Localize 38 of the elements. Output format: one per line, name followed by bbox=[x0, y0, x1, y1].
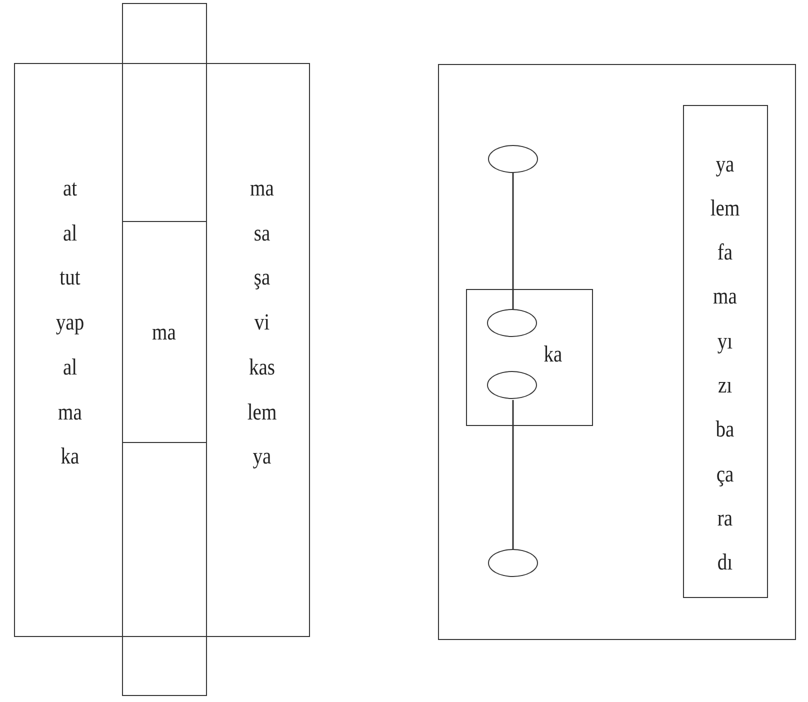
syllable-text: al bbox=[62, 355, 78, 378]
card-frame bbox=[438, 64, 796, 640]
oval-shape bbox=[487, 371, 537, 399]
syllable-column-box bbox=[682, 104, 768, 598]
oval-shape bbox=[488, 144, 538, 172]
syllable-text: lem bbox=[710, 196, 740, 220]
connector-line bbox=[512, 400, 514, 549]
syllable-text: fa bbox=[717, 240, 733, 264]
square-box bbox=[466, 288, 592, 426]
oval-shape bbox=[488, 548, 538, 576]
syllable-text: tut bbox=[60, 266, 80, 289]
syllable-text: ka bbox=[543, 342, 562, 365]
syllable-text: ka bbox=[60, 444, 80, 468]
syllable-text: ma bbox=[152, 320, 176, 343]
syllable-text: şa bbox=[254, 266, 270, 289]
syllable-text: ma bbox=[713, 284, 737, 308]
syllable-text: ya bbox=[252, 444, 272, 468]
syllable-text: at bbox=[62, 176, 78, 200]
oval-shape bbox=[487, 309, 537, 337]
syllable-text: al bbox=[62, 221, 78, 244]
syllable-text: zı bbox=[718, 374, 732, 396]
sliding-strip bbox=[122, 3, 207, 696]
syllable-text: lem bbox=[247, 400, 277, 423]
card-frame bbox=[14, 63, 310, 637]
syllable-text: sa bbox=[254, 221, 270, 244]
syllable-text: ça bbox=[716, 462, 734, 486]
syllable-text: dı bbox=[717, 550, 733, 574]
syllable-text: ra bbox=[717, 506, 733, 530]
window-box bbox=[122, 220, 206, 442]
syllable-text: vi bbox=[254, 310, 270, 334]
syllable-text: yı bbox=[717, 329, 733, 352]
syllable-text: ya bbox=[716, 152, 734, 175]
syllable-text: ma bbox=[250, 176, 274, 200]
syllable-text: kas bbox=[248, 355, 276, 378]
syllable-text: ba bbox=[716, 418, 734, 441]
syllable-text: yap bbox=[56, 310, 84, 334]
connector-line bbox=[512, 173, 514, 310]
syllable-text: ma bbox=[58, 400, 82, 423]
